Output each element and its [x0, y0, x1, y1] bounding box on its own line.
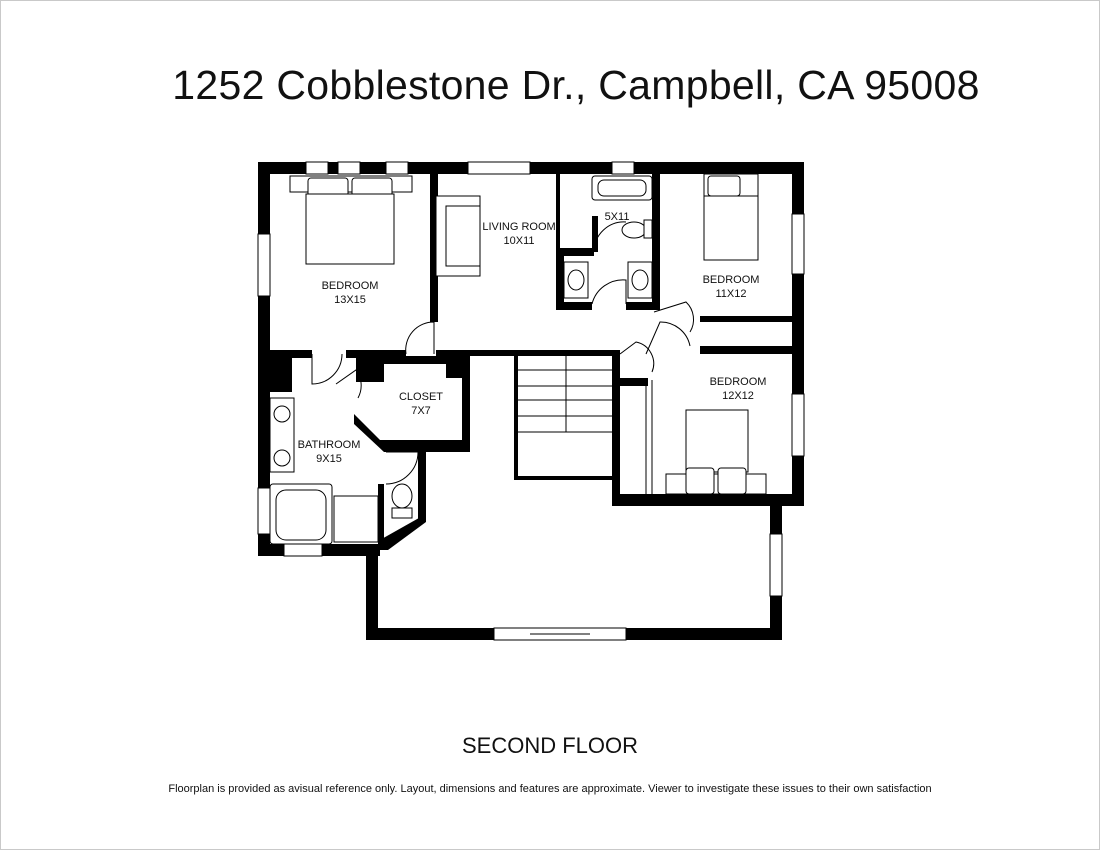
- doors: [311, 221, 786, 494]
- room-name-bedroom-11x12: BEDROOM: [703, 274, 760, 286]
- stairs: [518, 356, 614, 433]
- room-size-bedroom-12x12: 12X12: [722, 390, 754, 402]
- room-name-living-room: LIVING ROOM: [482, 221, 555, 233]
- room-name-bedroom-13x15: BEDROOM: [322, 280, 379, 292]
- room-size-bath-5x11: 5X11: [605, 211, 630, 223]
- room-size-closet: 7X7: [411, 405, 431, 417]
- room-labels: BEDROOM 13X15 LIVING ROOM 10X11 5X11 BED…: [298, 211, 767, 465]
- windows: [257, 161, 805, 641]
- floor-label: SECOND FLOOR: [461, 733, 639, 758]
- room-size-bathroom: 9X15: [316, 453, 342, 465]
- disclaimer-text: Floorplan is provided as avisual referen…: [168, 783, 932, 795]
- room-name-bathroom: BATHROOM: [298, 439, 361, 451]
- room-size-bedroom-11x12: 11X12: [716, 288, 747, 300]
- room-size-living-room: 10X11: [504, 235, 535, 247]
- property-address-title: 1252 Cobblestone Dr., Campbell, CA 95008: [172, 62, 980, 108]
- room-name-closet: CLOSET: [399, 391, 443, 403]
- room-name-bedroom-12x12: BEDROOM: [710, 376, 767, 388]
- room-size-bedroom-13x15: 13X15: [334, 294, 366, 306]
- interior-walls: [268, 172, 800, 550]
- furniture: [269, 173, 767, 545]
